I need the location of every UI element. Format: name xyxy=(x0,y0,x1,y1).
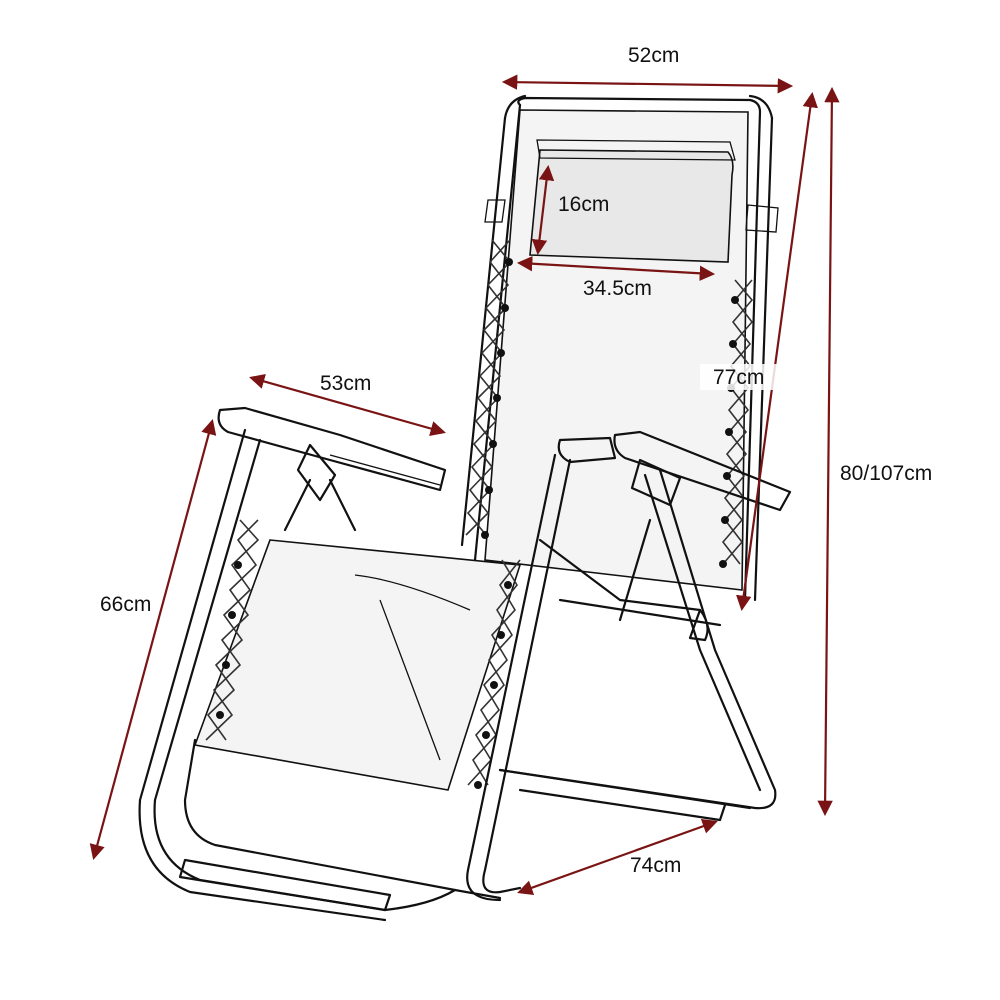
dimension-arrows xyxy=(89,74,840,896)
headrest-width-label: 34.5cm xyxy=(583,277,652,300)
width-top-label: 52cm xyxy=(628,44,679,67)
dimension-labels: 52cm 16cm 34.5cm 77cm 80/107cm 53cm 66cm… xyxy=(100,44,932,877)
width-top-arrow xyxy=(501,74,794,94)
armrest-length-arrow xyxy=(249,373,446,437)
back-length-label: 77cm xyxy=(713,366,764,389)
headrest-height-label: 16cm xyxy=(558,193,609,216)
total-height-label: 80/107cm xyxy=(840,462,932,485)
seat-right-cords xyxy=(467,559,521,789)
seat-mesh xyxy=(193,539,522,791)
seat-length-arrow xyxy=(89,419,217,860)
headrest-width-arrow xyxy=(516,256,716,281)
right-front-frame xyxy=(482,458,572,894)
backrest-left-cords xyxy=(465,239,513,539)
left-armrest xyxy=(217,406,447,492)
total-height-arrow xyxy=(817,86,840,817)
seat-length-label: 66cm xyxy=(100,593,151,616)
seat-left-cords xyxy=(205,519,260,741)
chair-illustration xyxy=(138,94,792,922)
rear-legs xyxy=(498,468,777,810)
depth-arrow xyxy=(517,818,718,896)
headrest-height-arrow xyxy=(531,164,555,256)
headrest-pillow xyxy=(529,149,734,263)
depth-label: 74cm xyxy=(630,854,681,877)
armrest-length-label: 53cm xyxy=(320,372,371,395)
back-length-arrow xyxy=(736,91,818,612)
